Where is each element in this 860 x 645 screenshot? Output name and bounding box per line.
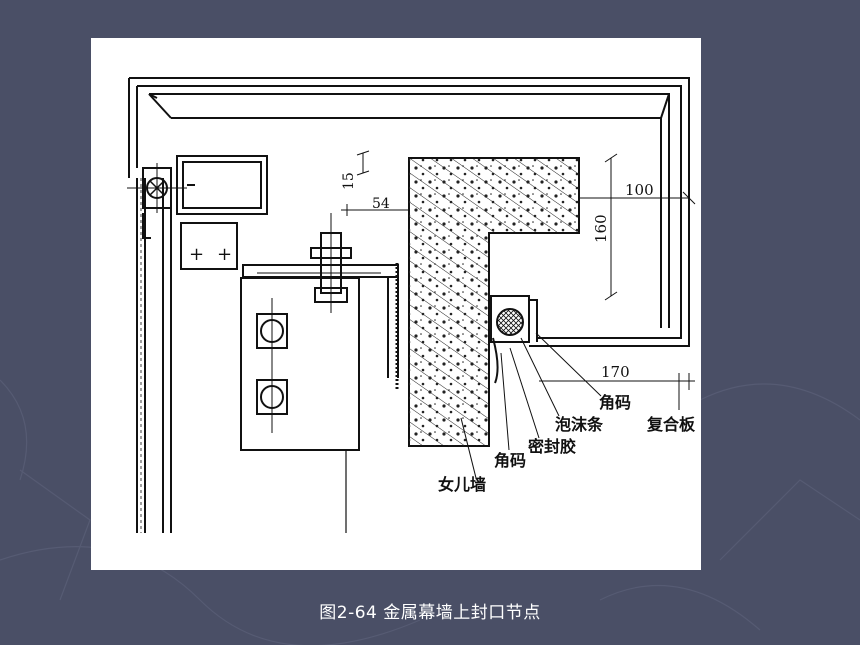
angle-bracket [242,213,399,378]
label-composite-panel: 复合板 [646,415,696,434]
drawing-panel: + + [91,38,701,570]
embed-plate [240,277,360,533]
label-sealant: 密封胶 [527,437,576,456]
svg-text:+: + [217,244,232,265]
leader-lines [460,332,680,479]
dim-170: 170 [601,363,630,381]
svg-text:+: + [189,244,204,265]
label-corner-code-right: 角码 [599,393,631,412]
steel-channel [176,155,268,215]
section-drawing: + + [127,77,696,533]
label-foam-strip: 泡沫条 [555,415,604,434]
figure-caption: 图2-64 金属幕墙上封口节点 [319,603,541,623]
label-corner-code-left: 角码 [494,451,526,470]
dimension-lines [341,150,696,390]
label-parapet-wall: 女儿墙 [438,475,486,494]
composite-panel-cap [128,77,690,347]
dim-54: 54 [372,196,390,212]
parapet-wall [395,157,580,447]
dim-100: 100 [625,181,654,199]
connector-box: + + [180,222,238,270]
dim-160: 160 [592,214,610,243]
seal-assembly [490,295,538,384]
dim-15: 15 [341,172,357,190]
